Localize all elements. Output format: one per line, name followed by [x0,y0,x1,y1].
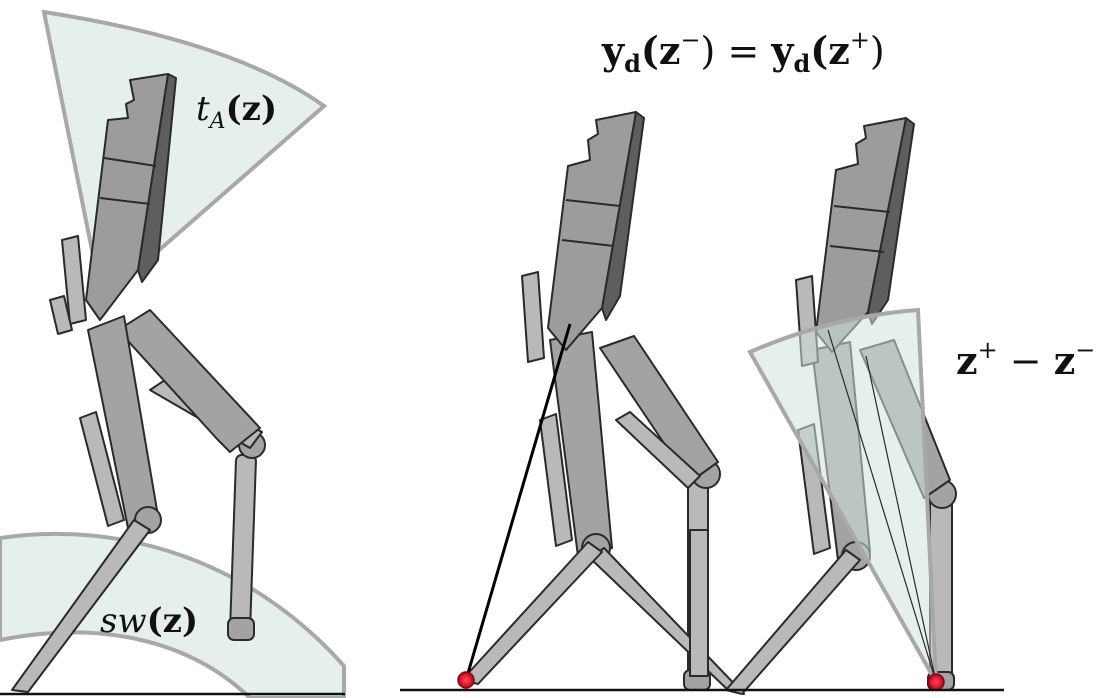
state-jump-sector [747,307,938,683]
state-jump-label: z+ − z− [956,336,1095,383]
left-panel: tA(z) sw(z) [0,9,346,698]
impact-continuity-label: yd(z−) = yd(z+) [601,26,885,78]
torso-angle-sector [41,9,328,304]
swing-label: sw(z) [100,601,198,641]
contact-point-pre [457,671,475,689]
contact-point-post [927,673,945,691]
right-panel: yd(z−) = yd(z+) z+ − z− [400,26,1095,695]
swing-sector [0,531,346,698]
torso-angle-label: tA(z) [196,89,277,134]
robot-left [11,73,266,693]
